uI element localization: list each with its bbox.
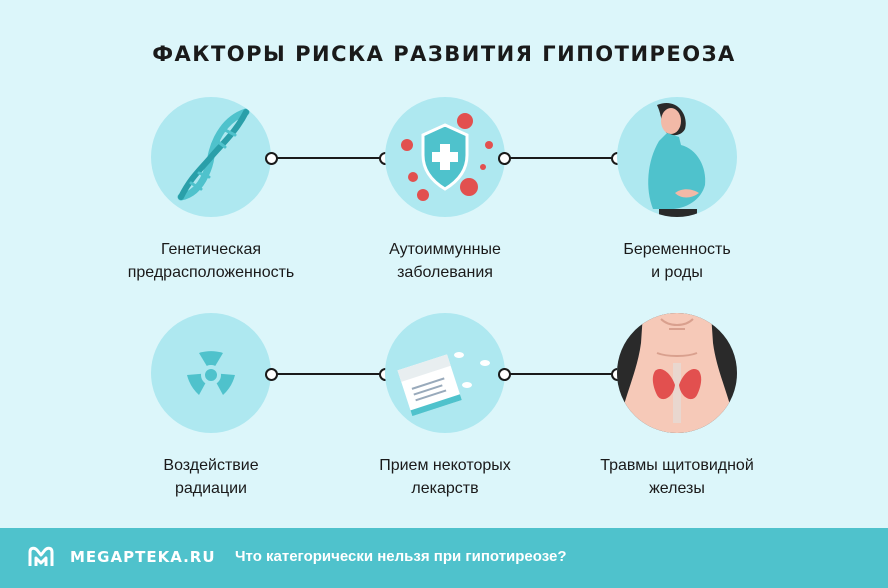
- radiation-icon: [151, 313, 271, 433]
- factor-label-line: радиации: [174, 480, 247, 497]
- factor-label-pregnancy: Беременность и роды: [567, 238, 787, 284]
- connector-line: [276, 373, 380, 375]
- footer-bar: MEGAPTEKA.RU Что категорически нельзя пр…: [0, 528, 888, 588]
- factor-label-line: Беременность: [623, 241, 731, 258]
- factor-label-line: Травмы щитовидной: [600, 457, 754, 474]
- factor-label-line: и роды: [651, 264, 703, 281]
- factor-label-genetic: Генетическая предрасположенность: [101, 238, 321, 284]
- article-link[interactable]: Что категорически нельзя при гипотиреозе…: [235, 548, 567, 565]
- connector-line: [276, 157, 380, 159]
- medicine-box-icon: [385, 313, 505, 433]
- brand-name[interactable]: MEGAPTEKA.RU: [70, 548, 216, 566]
- factor-label-line: лекарств: [411, 480, 479, 497]
- factor-label-line: Прием некоторых: [379, 457, 511, 474]
- connector-line: [509, 373, 612, 375]
- factor-label-line: заболевания: [397, 264, 493, 281]
- factor-label-thyroid-injury: Травмы щитовидной железы: [567, 454, 787, 500]
- factor-label-medication: Прием некоторых лекарств: [335, 454, 555, 500]
- factors-row-1: [0, 97, 888, 227]
- factor-label-line: Аутоиммунные: [389, 241, 501, 258]
- factor-label-line: Генетическая: [160, 241, 262, 258]
- factor-label-line: железы: [649, 480, 705, 497]
- page-title: ФАКТОРЫ РИСКА РАЗВИТИЯ ГИПОТИРЕОЗА: [152, 42, 736, 66]
- factor-label-autoimmune: Аутоиммунные заболевания: [335, 238, 555, 284]
- shield-virus-icon: [385, 97, 505, 217]
- factor-label-line: Воздействие: [163, 457, 259, 474]
- factor-label-line: предрасположенность: [127, 264, 295, 281]
- logo-icon[interactable]: [28, 546, 54, 568]
- factor-label-radiation: Воздействие радиации: [101, 454, 321, 500]
- thyroid-icon: [617, 313, 737, 433]
- dna-icon: [151, 97, 271, 217]
- connector-line: [509, 157, 612, 159]
- pregnant-woman-icon: [617, 97, 737, 217]
- factors-row-2: [0, 313, 888, 443]
